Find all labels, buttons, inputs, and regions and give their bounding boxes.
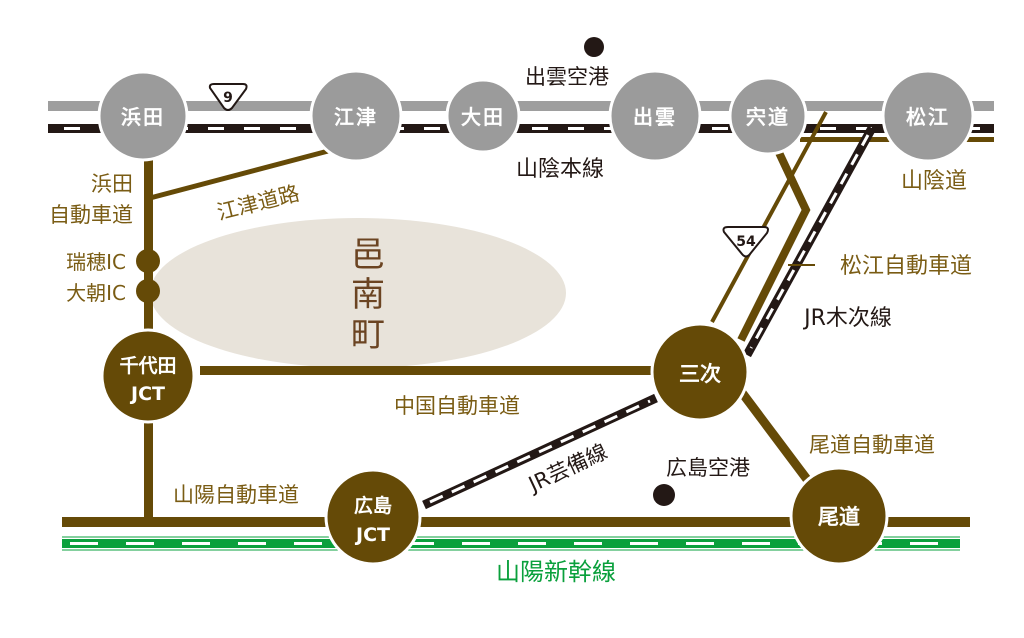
route-9-shield: 9	[208, 83, 248, 111]
station-name: 大田	[461, 105, 505, 129]
station-circle[interactable]	[881, 69, 975, 163]
sanin-rail-dash	[532, 127, 548, 130]
station-name: 宍道	[746, 105, 790, 129]
sanin-rail-dash	[208, 127, 224, 130]
station-4[interactable]: 出雲	[608, 69, 702, 163]
sanin-gray-band	[48, 101, 994, 111]
station-circle[interactable]	[97, 70, 189, 162]
station-3[interactable]: 大田	[445, 78, 521, 154]
jr-geibi-line	[422, 393, 658, 510]
chugoku-expressway-road	[200, 366, 670, 375]
sanin-rail-dash	[244, 127, 260, 130]
station-name: 江津	[334, 105, 378, 129]
hamada-expressway-label-1: 浜田	[91, 172, 133, 196]
station-2[interactable]: 江津	[309, 69, 403, 163]
izumo-airport-label: 出雲空港	[525, 65, 609, 89]
town-char-3: 町	[351, 315, 385, 355]
route-54-number: 54	[736, 234, 756, 250]
station-6[interactable]: 松江	[881, 69, 975, 163]
sanin-rail-dash	[856, 127, 872, 130]
onomichi-expressway-road	[736, 387, 819, 493]
jr-kisuki-line-dashes	[749, 134, 870, 349]
chiyoda-jct-circle[interactable]	[100, 328, 196, 424]
oasa-ic-marker	[136, 279, 160, 303]
top-stations: 浜田 江津 大田 出雲 宍道 松江	[97, 69, 975, 163]
onomichi-jct-label: 尾道	[818, 505, 860, 529]
sanin-rail-black	[48, 124, 994, 133]
chiyoda-jct-label-2: JCT	[129, 383, 165, 405]
hiroshima-jct-label-1: 広島	[354, 494, 392, 517]
station-1[interactable]: 浜田	[97, 70, 189, 162]
sanin-rail-dash	[424, 127, 440, 130]
hamada-expressway-label-2: 自動車道	[49, 203, 133, 227]
mizuho-ic-label: 瑞穂IC	[66, 250, 126, 274]
jr-geibi-line-label: JR芸備線	[523, 439, 611, 497]
hiroshima-jct[interactable]: 広島 JCT	[324, 468, 422, 566]
hiroshima-airport-marker	[653, 484, 675, 506]
station-circle[interactable]	[608, 69, 702, 163]
onomichi-jct-circle[interactable]	[789, 466, 889, 566]
station-name: 松江	[906, 105, 950, 129]
route-54-shield: 54	[722, 226, 769, 258]
miyoshi-jct-circle[interactable]	[650, 322, 750, 422]
sanin-rail-dash	[568, 127, 584, 130]
station-circle[interactable]	[728, 76, 808, 156]
sanyo-expressway-road	[62, 517, 970, 527]
gotsu-road-label: 江津道路	[215, 181, 302, 225]
station-name: 浜田	[121, 105, 165, 129]
chiyoda-jct-label-1: 千代田	[119, 355, 176, 377]
ohnan-town-name: 邑 南 町	[351, 235, 385, 355]
sanin-expressway-label: 山陰道	[901, 169, 967, 194]
jr-kisuki-line-label: JR木次線	[802, 306, 892, 331]
gotsu-road	[149, 147, 333, 201]
route-9-number: 9	[223, 90, 233, 106]
town-char-1: 邑	[351, 235, 385, 275]
sanin-rail-dash	[280, 127, 296, 130]
station-circle[interactable]	[309, 69, 403, 163]
oasa-ic-label: 大朝IC	[66, 281, 126, 305]
station-5[interactable]: 宍道	[728, 76, 808, 156]
chugoku-expressway-label: 中国自動車道	[394, 394, 520, 418]
jr-kisuki-line	[743, 125, 876, 358]
onomichi-expressway-label: 尾道自動車道	[809, 433, 935, 457]
hiroshima-jct-circle[interactable]	[324, 468, 422, 566]
hiroshima-airport-label: 広島空港	[666, 456, 750, 480]
sanyo-expressway-label: 山陽自動車道	[173, 483, 299, 507]
chiyoda-jct[interactable]: 千代田 JCT	[100, 328, 196, 424]
sanin-main-line-track	[48, 101, 994, 133]
sanin-main-line-label: 山陰本線	[516, 157, 604, 182]
town-char-2: 南	[351, 275, 385, 315]
sanyo-shinkansen-label: 山陽新幹線	[496, 558, 616, 586]
route-9-shield-shape	[208, 83, 248, 111]
matsue-expressway-label: 松江自動車道	[840, 254, 972, 279]
sanin-rail-dash	[64, 127, 80, 130]
ohnan-town-area	[150, 218, 566, 368]
route-54-road	[710, 111, 828, 323]
miyoshi-jct[interactable]: 三次	[650, 322, 750, 422]
shinkansen-outer	[62, 539, 960, 548]
mizuho-ic-marker	[136, 249, 160, 273]
matsue-expressway-road	[737, 140, 811, 342]
station-circle[interactable]	[445, 78, 521, 154]
miyoshi-jct-label: 三次	[679, 362, 721, 386]
hiroshima-jct-label-2: JCT	[354, 524, 390, 546]
izumo-airport-marker	[584, 37, 604, 57]
sanin-rail-dash	[820, 127, 836, 130]
station-name: 出雲	[633, 105, 677, 129]
sanin-rail-dash	[712, 127, 728, 130]
route-54-shield-shape	[722, 226, 769, 258]
jr-geibi-line-dashes	[429, 399, 651, 504]
onomichi-jct[interactable]: 尾道	[789, 466, 889, 566]
